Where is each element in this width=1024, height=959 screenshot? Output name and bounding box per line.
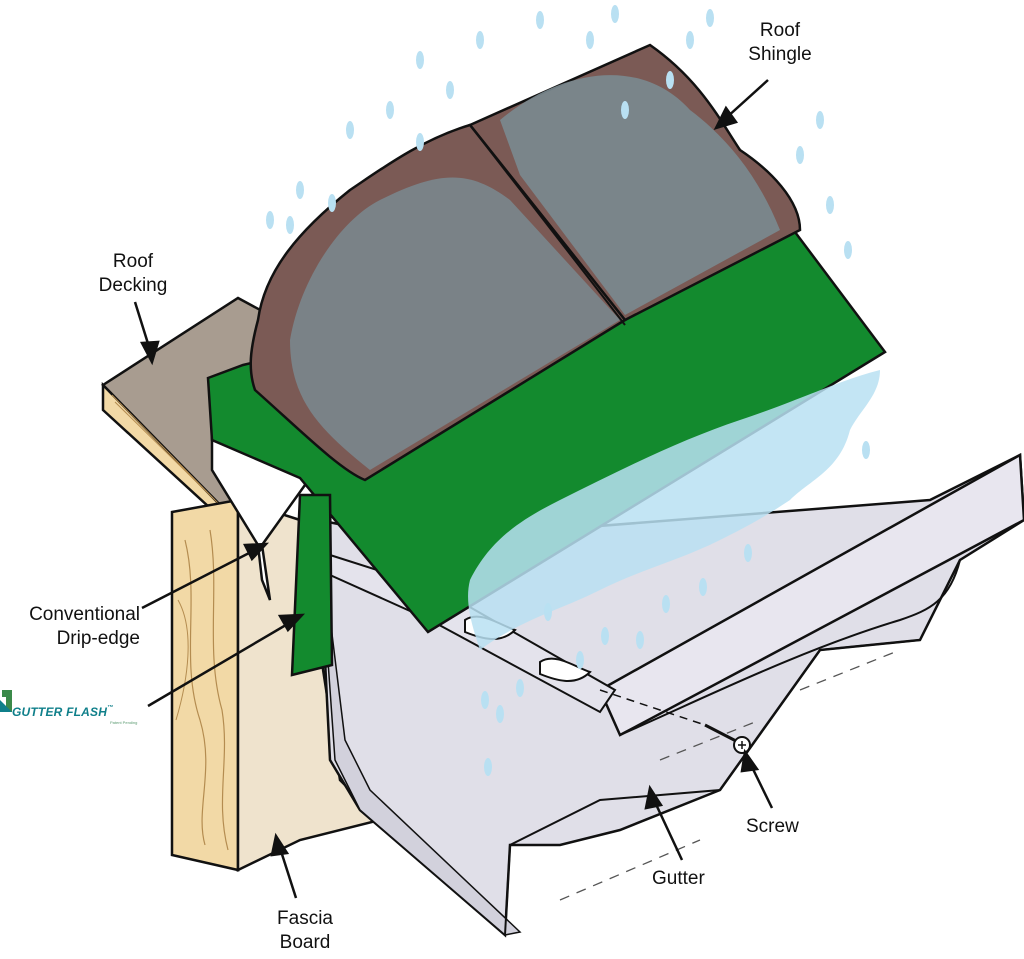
gutter-flash-logo-mark bbox=[0, 690, 12, 712]
gutter-flash-logo-brand: GUTTER FLASH bbox=[12, 705, 108, 719]
gutter-flash-logo-text: GUTTER FLASH™ bbox=[12, 705, 113, 719]
label-fascia-board-line2: Board bbox=[279, 932, 331, 953]
rain-drops bbox=[266, 5, 870, 776]
gutter-flash-logo-trademark: ™ bbox=[107, 705, 114, 711]
label-roof-shingle: Roof Shingle bbox=[735, 19, 825, 67]
label-gutter: Gutter bbox=[652, 868, 705, 889]
water-cascade bbox=[468, 370, 880, 650]
screw bbox=[599, 689, 751, 754]
label-roof-decking-line1: Roof bbox=[112, 251, 154, 272]
gutter-flash-logo-tagline: Patent Pending bbox=[110, 720, 138, 725]
roof-shingle bbox=[249, 43, 802, 482]
label-roof-shingle-line1: Roof bbox=[759, 20, 801, 41]
label-screw: Screw bbox=[746, 816, 799, 837]
label-fascia-board: Fascia Board bbox=[260, 907, 350, 955]
label-fascia-board-line1: Fascia bbox=[277, 908, 333, 929]
label-roof-decking: Roof Decking bbox=[88, 250, 178, 298]
label-conventional-drip-edge-line2: Drip-edge bbox=[56, 628, 140, 649]
label-conventional-drip-edge-line1: Conventional bbox=[29, 604, 140, 625]
leader-arrows bbox=[133, 79, 774, 899]
label-roof-shingle-line2: Shingle bbox=[748, 44, 812, 65]
label-conventional-drip-edge: Conventional Drip-edge bbox=[2, 603, 140, 651]
label-roof-decking-line2: Decking bbox=[98, 275, 168, 296]
